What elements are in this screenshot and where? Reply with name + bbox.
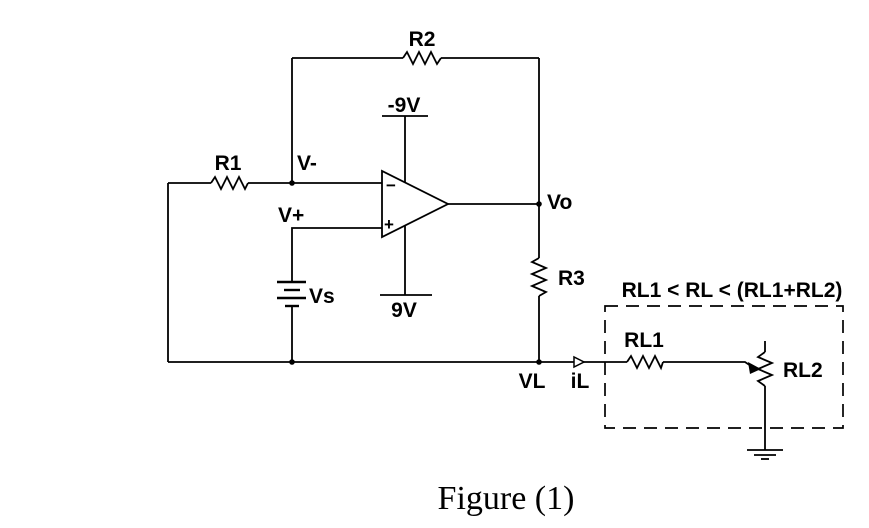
source-branch (277, 227, 382, 362)
resistor-r2-symbol (402, 49, 442, 67)
bottom-rail (168, 355, 627, 369)
r3-label: R3 (558, 267, 585, 290)
rl1-label: RL1 (624, 329, 664, 352)
negative-supply-label: -9V (388, 94, 421, 117)
positive-supply (380, 225, 432, 296)
r2-label: R2 (409, 28, 436, 51)
v-noninverting-label: V+ (278, 204, 304, 227)
v-inverting-label: V- (297, 152, 317, 175)
positive-supply-label: 9V (391, 299, 417, 322)
opamp-noninverting-sign: + (384, 215, 394, 234)
opamp-inverting-sign: − (386, 176, 396, 195)
load-voltage-label: VL (519, 370, 546, 393)
load-range-note: RL1 < RL < (RL1+RL2) (622, 279, 843, 302)
node-dot-source (289, 359, 295, 365)
battery-vs-symbol (277, 280, 306, 308)
load-current-arrow-icon (573, 355, 586, 369)
node-dot-vo (536, 201, 542, 207)
opamp-symbol: − + (381, 169, 451, 239)
junction-dots (289, 180, 542, 365)
node-dot-vl (536, 359, 542, 365)
input-branch (167, 174, 382, 362)
load-current-label: iL (571, 370, 590, 393)
vplus-wire (291, 227, 382, 282)
resistor-rl2-symbol (755, 351, 775, 387)
rl1-right-wire (663, 361, 752, 367)
load-boundary-box (604, 305, 844, 429)
r1-label: R1 (215, 152, 242, 175)
load-network (604, 305, 844, 460)
resistor-r3-symbol (529, 257, 549, 297)
output-branch (448, 203, 549, 362)
opamp-triangle (381, 169, 451, 239)
figure-caption: Figure (1) (438, 480, 575, 517)
feedback-branch (291, 49, 540, 204)
resistor-rl1-symbol (626, 353, 664, 371)
potentiometer-wiper-arrow-icon (748, 362, 761, 374)
rl2-label: RL2 (783, 359, 823, 382)
negative-supply (382, 115, 428, 186)
ground-symbol (747, 449, 783, 460)
resistor-r1-symbol (210, 174, 249, 192)
output-label: Vo (547, 191, 572, 214)
node-dot-vminus (289, 180, 295, 186)
source-label: Vs (309, 285, 335, 308)
